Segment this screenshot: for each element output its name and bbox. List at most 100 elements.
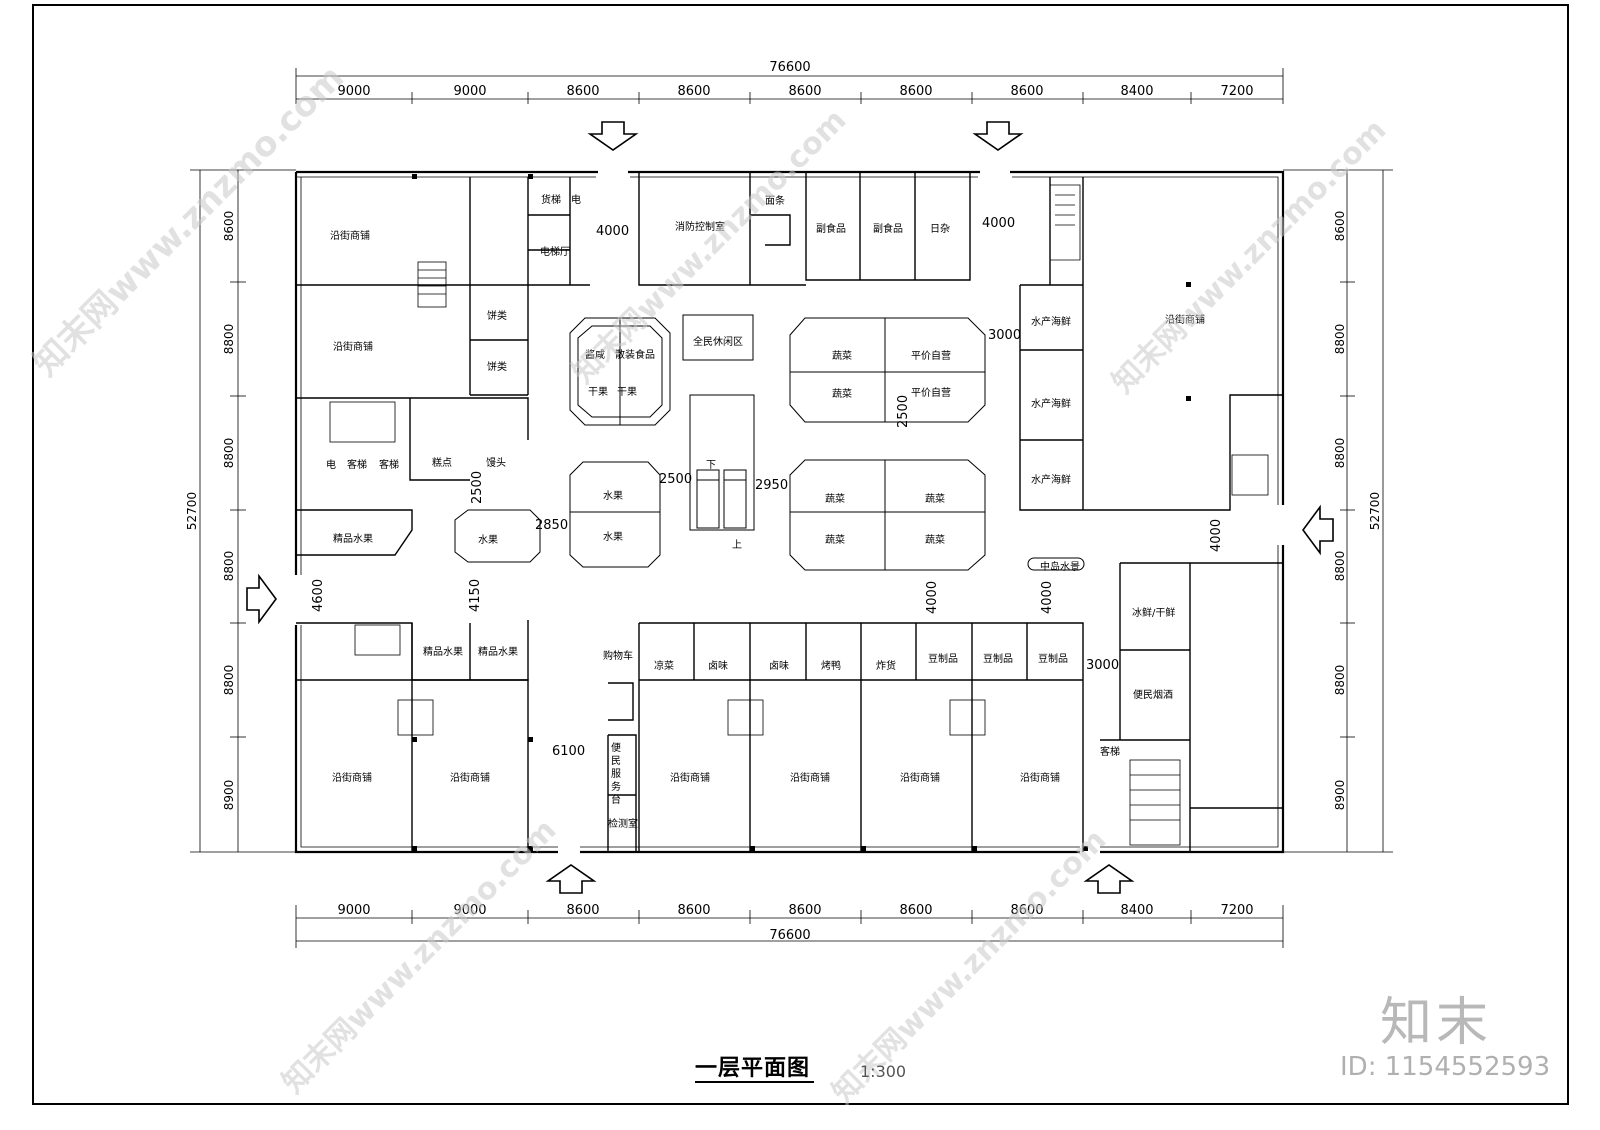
room-label-cake: 糕点: [432, 458, 452, 469]
left-bay-6: 8900: [222, 780, 236, 811]
inner-dim-7: 2500: [470, 470, 485, 504]
left-bay-2: 8800: [222, 324, 236, 355]
top-bay-5: 8600: [788, 84, 821, 99]
room-label-seafood-1: 水产海鲜: [1031, 317, 1071, 328]
inner-dim-6: 2950: [755, 478, 789, 493]
inner-dim-8: 2850: [535, 518, 569, 533]
room-label-veg-6: 蔬菜: [925, 535, 945, 546]
room-label-fried: 炸货: [876, 661, 896, 672]
room-label-shop-6: 沿街商铺: [670, 773, 710, 784]
room-label-pastry-1: 饼类: [487, 311, 507, 322]
room-label-fire-control: 消防控制室: [675, 222, 725, 233]
room-label-up: 上: [732, 540, 742, 551]
inner-dim-2: 4000: [982, 216, 1016, 231]
room-label-seafood-2: 水产海鲜: [1031, 399, 1071, 410]
room-label-dried-fruit-1: 干果: [588, 387, 608, 398]
right-bay-3: 8800: [1333, 438, 1347, 469]
partitions: [296, 172, 1283, 852]
bottom-total-dim: 76600: [769, 928, 810, 943]
inner-dim-12: 4000: [1040, 580, 1055, 614]
right-bay-1: 8600: [1333, 211, 1347, 242]
room-label-fruit-1: 水果: [603, 491, 623, 502]
inner-dim-14: 3000: [1086, 658, 1120, 673]
right-bay-4: 8800: [1333, 551, 1347, 582]
room-label-shop-7: 沿街商铺: [790, 773, 830, 784]
right-bay-6: 8900: [1333, 780, 1347, 811]
left-bay-1: 8600: [222, 211, 236, 242]
room-label-nonstaple-1: 副食品: [816, 224, 846, 235]
room-label-veg-2: 蔬菜: [832, 389, 852, 400]
right-total-dim: 52700: [1368, 492, 1382, 530]
room-label-tofu-2: 豆制品: [983, 654, 1013, 665]
room-label-shop-1: 沿街商铺: [330, 231, 370, 242]
room-label-fruit-3: 水果: [478, 535, 498, 546]
bottom-bay-dims: 9000 9000 8600 8600 8600 8600 8600 8400 …: [337, 903, 1253, 918]
arrow-up-icon: [545, 864, 597, 894]
bottom-bay-1: 9000: [337, 903, 370, 918]
top-bay-9: 7200: [1220, 84, 1253, 99]
room-label-down: 下: [706, 460, 716, 471]
bottom-bay-8: 8400: [1120, 903, 1153, 918]
top-dimensions: [295, 68, 1284, 104]
room-label-premium-fruit-3: 精品水果: [478, 647, 518, 658]
left-bay-5: 8800: [222, 665, 236, 696]
bottom-bay-4: 8600: [677, 903, 710, 918]
drawing-scale: 1:300: [860, 1062, 907, 1081]
inner-dim-5: 2500: [659, 472, 693, 487]
top-bay-6: 8600: [899, 84, 932, 99]
arrow-down-icon: [587, 121, 639, 151]
room-label-leisure-area: 全民休闲区: [693, 337, 743, 348]
room-label-pastry-2: 饼类: [487, 362, 507, 373]
room-label-seafood-3: 水产海鲜: [1031, 475, 1071, 486]
room-label-electric-1: 电: [571, 195, 581, 206]
top-bay-8: 8400: [1120, 84, 1153, 99]
counters: [454, 314, 1085, 571]
room-label-shop-8: 沿街商铺: [900, 773, 940, 784]
inner-dim-9: 4600: [311, 578, 326, 612]
top-bay-1: 9000: [337, 84, 370, 99]
left-total-dim: 52700: [185, 492, 199, 530]
room-label-roast-duck: 烤鸭: [821, 661, 841, 672]
inner-dim-1: 4000: [596, 224, 630, 239]
room-label-shop-9: 沿街商铺: [1020, 773, 1060, 784]
room-label-cold-dish: 凉菜: [654, 661, 674, 672]
room-label-frozen-dry: 冰鲜/干鲜: [1132, 608, 1176, 619]
room-label-veg-5: 蔬菜: [825, 535, 845, 546]
room-label-freight-lift: 货梯: [541, 195, 561, 206]
room-label-veg-3: 蔬菜: [825, 494, 845, 505]
room-label-self-run-2: 平价自营: [911, 388, 951, 399]
room-label-braised-1: 卤味: [708, 661, 728, 672]
right-bay-2: 8800: [1333, 324, 1347, 355]
bottom-dimensions: [295, 905, 1284, 948]
room-label-sundries: 日杂: [930, 224, 950, 235]
image-id: ID: 1154552593: [1340, 1052, 1551, 1082]
room-label-shop-2: 沿街商铺: [333, 342, 373, 353]
room-label-electric-2: 电: [326, 460, 336, 471]
drawing-title: 一层平面图: [695, 1055, 815, 1083]
arrow-left-icon: [1302, 504, 1334, 556]
bottom-bay-2: 9000: [453, 903, 486, 918]
room-label-self-run-1: 平价自营: [911, 351, 951, 362]
right-dimensions: [1283, 169, 1393, 853]
room-label-shop-4: 沿街商铺: [332, 773, 372, 784]
room-label-cart: 购物车: [603, 651, 633, 662]
stairs: [329, 184, 1269, 846]
entrance-arrows: [246, 121, 1334, 894]
room-label-shop-3: 沿街商铺: [1165, 315, 1205, 326]
bottom-bay-7: 8600: [1010, 903, 1043, 918]
inner-dim-11: 4000: [925, 580, 940, 614]
room-label-shop-5: 沿街商铺: [450, 773, 490, 784]
room-label-passenger-lift-1: 客梯: [347, 460, 367, 471]
room-label-veg-1: 蔬菜: [832, 351, 852, 362]
room-label-premium-fruit-1: 精品水果: [333, 534, 373, 545]
left-dim-labels: 52700 8600 8800 8800 8800 8800 8900: [185, 211, 236, 811]
room-label-tobacco: 便民烟酒: [1133, 690, 1173, 701]
outer-walls: [294, 170, 1285, 854]
room-label-tofu-3: 豆制品: [1038, 654, 1068, 665]
room-label-pickles: 酱咸: [585, 350, 605, 361]
room-label-passenger-lift-3: 客梯: [1100, 747, 1120, 758]
room-label-bun: 馒头: [486, 458, 506, 469]
room-label-water-feature: 中岛水景: [1040, 562, 1080, 573]
top-bay-2: 9000: [453, 84, 486, 99]
